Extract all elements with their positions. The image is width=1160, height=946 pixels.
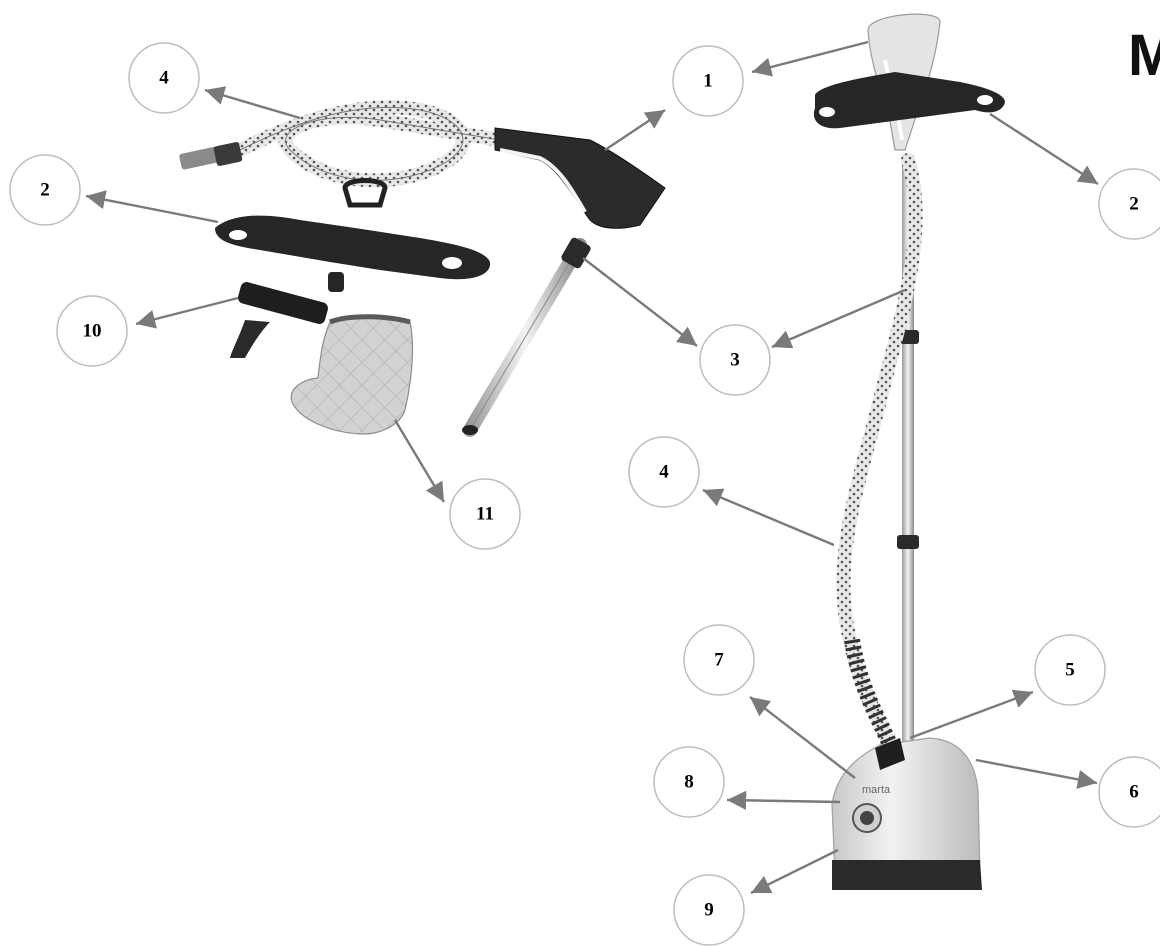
arrow-6 [976,760,1097,783]
svg-text:4: 4 [159,68,169,89]
loose-hanger [215,181,490,293]
arrow-4-top [205,90,300,118]
arrow-4-bottom [703,490,834,545]
arrow-2-right [990,114,1098,184]
callout-11: 11 [450,479,520,549]
callout-5: 5 [1035,635,1105,705]
callout-3: 3 [700,325,770,395]
svg-text:5: 5 [1065,660,1075,681]
arrow-7 [750,697,855,778]
callout-6: 6 [1099,757,1160,827]
arrow-9 [751,850,838,893]
callout-1: 1 [673,46,743,116]
svg-text:10: 10 [83,321,102,342]
assembled-steamer: marta [814,14,1005,890]
callout-7: 7 [684,625,754,695]
svg-text:3: 3 [730,350,740,371]
callout-9: 9 [674,875,744,945]
callout-8: 8 [654,747,724,817]
base-brand-label: marta [862,784,891,796]
svg-text:1: 1 [703,71,713,92]
callout-4-bottom: 4 [629,437,699,507]
svg-text:4: 4 [659,462,669,483]
arrow-3-left [583,258,697,346]
svg-text:6: 6 [1129,782,1139,803]
arrow-8 [727,800,840,802]
protective-glove [291,317,412,434]
hose-connector-icon [179,142,243,170]
arrow-11 [395,420,444,502]
arrow-2-left [86,196,218,222]
svg-text:2: 2 [1129,194,1139,215]
arrow-1-left [605,110,665,150]
callout-2-left: 2 [10,155,80,225]
svg-text:2: 2 [40,180,50,201]
arrow-5 [910,692,1033,738]
callout-10: 10 [57,296,127,366]
svg-text:7: 7 [714,650,724,671]
arrow-1-right [752,42,868,72]
svg-text:9: 9 [704,900,714,921]
svg-text:11: 11 [476,504,494,525]
brush-attachment [230,281,329,358]
svg-text:8: 8 [684,772,694,793]
arrow-10 [136,298,238,324]
arrow-3-right [772,290,905,347]
callout-2-right: 2 [1099,169,1160,239]
callout-4-top: 4 [129,43,199,113]
loose-hose-with-steam-head [179,107,665,228]
